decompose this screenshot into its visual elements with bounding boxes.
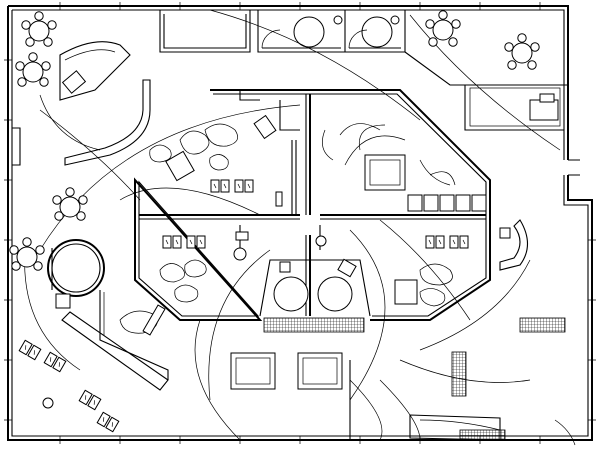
round-meeting-room: [47, 239, 169, 391]
lower-left-office: [119, 231, 249, 336]
lower-right-office: [273, 235, 469, 312]
upper-left-office: [149, 114, 283, 207]
bottom-center: [230, 352, 351, 440]
lower-left-desks: [18, 339, 120, 433]
top-rooms: [159, 10, 568, 131]
upper-right-office: [322, 123, 487, 212]
right-side: [409, 219, 576, 446]
circulation-arcs: [24, 9, 561, 441]
left-lounge: [9, 11, 151, 271]
top-right-tables: [425, 10, 540, 70]
